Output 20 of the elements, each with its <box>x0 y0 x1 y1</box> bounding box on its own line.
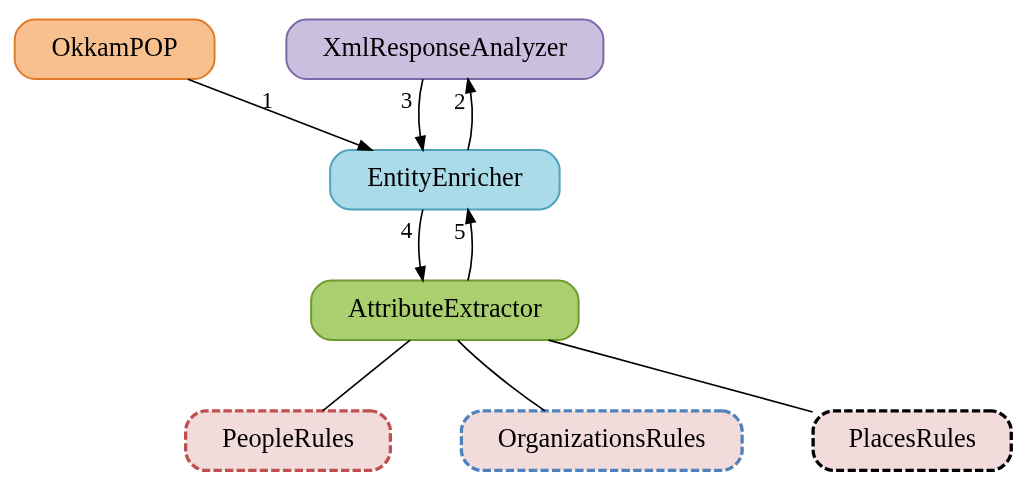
edge-label: 5 <box>453 217 466 244</box>
node-box: AttributeExtractor <box>310 279 580 341</box>
edge-label: 3 <box>400 86 413 113</box>
arrow <box>187 77 375 151</box>
edge-label: 2 <box>453 87 466 114</box>
node-box: EntityEnricher <box>329 148 561 210</box>
edge-label: 1 <box>261 86 274 113</box>
connector <box>456 338 546 412</box>
arrow <box>465 76 477 151</box>
node-box: OrganizationsRules <box>459 408 744 472</box>
node-box: PlacesRules <box>811 408 1013 472</box>
connector <box>321 338 411 412</box>
node-box: XmlResponseAnalyzer <box>285 18 605 80</box>
connector <box>547 338 814 413</box>
arrow <box>414 208 426 283</box>
arrow <box>465 206 477 281</box>
arrow <box>414 77 426 152</box>
node-box: OkkamPOP <box>13 18 216 80</box>
edge-label: 4 <box>400 216 413 243</box>
node-box: PeopleRules <box>184 408 393 472</box>
